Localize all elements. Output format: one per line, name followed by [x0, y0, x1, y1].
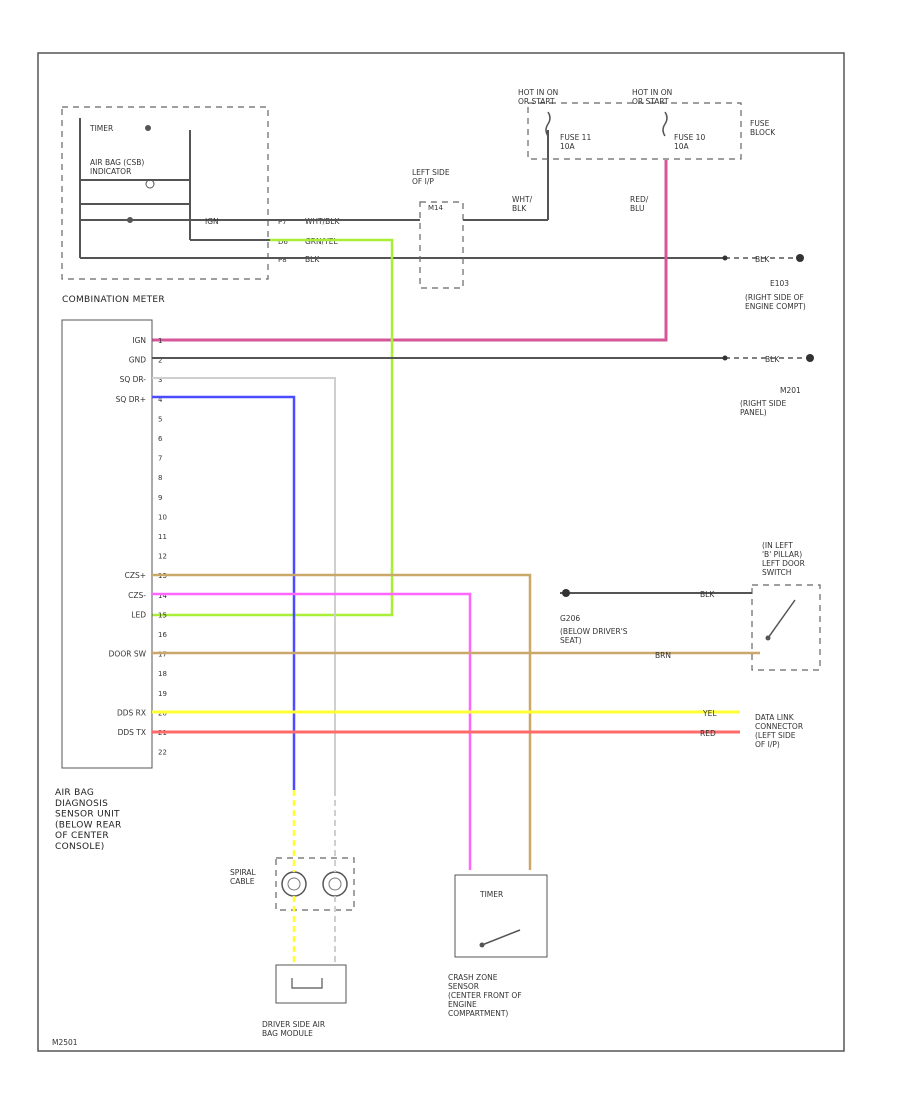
crash-sensor-timer-label: TIMER [479, 890, 503, 899]
wire-label-wht-blk: WHT/BLK [305, 217, 340, 226]
fuse-a-icon [545, 111, 551, 137]
sensor-pin-number: 14 [158, 592, 167, 600]
crash-zone-sensor [454, 874, 548, 958]
sensor-pin-number: 5 [158, 415, 162, 423]
diagram-frame [37, 52, 845, 1052]
sensor-pin-label: DDS TX [118, 728, 146, 737]
sensor-pin-label: DDS RX [117, 708, 146, 717]
svg-text:BLK: BLK [755, 255, 770, 264]
svg-text:YEL: YEL [702, 709, 717, 718]
sensor-pin-number: 8 [158, 474, 162, 482]
diagram-code: M2501 [52, 1038, 78, 1047]
sensor-pin-number: 1 [158, 337, 162, 345]
ground-icon-e103 [796, 254, 804, 262]
sensor-pin-number: 9 [158, 494, 162, 502]
sensor-pin-number: 19 [158, 690, 167, 698]
svg-text:BRN: BRN [655, 651, 671, 660]
sensor-pin-number: 15 [158, 611, 167, 619]
svg-text:P8: P8 [278, 256, 287, 264]
ground-icon-m201 [806, 354, 814, 362]
svg-text:RED: RED [700, 729, 716, 738]
squib-icon [291, 978, 323, 989]
svg-text:BLK: BLK [700, 590, 715, 599]
spiral-coil-icon [281, 871, 307, 897]
sensor-pin-number: 12 [158, 553, 167, 561]
spiral-coil-icon [322, 871, 348, 897]
sensor-pin-label: SQ DR- [120, 375, 147, 384]
airbag-indicator-label: AIR BAG (CSB)INDICATOR [90, 158, 144, 176]
wire-red-blu-ign [152, 160, 668, 342]
fuse-b-icon [662, 111, 668, 137]
svg-text:P7: P7 [278, 218, 287, 226]
crash-switch-contact-icon [481, 929, 521, 946]
sensor-pin-label: SQ DR+ [116, 395, 146, 404]
sensor-pin-label: IGN [132, 336, 146, 345]
ground-m201-id: M201 [780, 386, 801, 395]
indicator-lamp-icon [145, 179, 155, 189]
sensor-pin-number: 4 [158, 396, 163, 404]
wire-blu-sqdr-plus [152, 395, 296, 790]
wire-wht-blk-label: WHT/BLK [512, 195, 533, 213]
combination-meter-box [61, 106, 269, 280]
wire-label-blk: BLK [305, 255, 320, 264]
sensor-pin-label: CZS+ [125, 571, 146, 580]
warning-lamp-icon [145, 125, 151, 131]
airbag-sensor-unit [61, 319, 153, 769]
meter-ign-label: IGN [205, 217, 219, 226]
meter-timer-label: TIMER [89, 124, 113, 133]
wire-wht-sqdr-minus [152, 377, 336, 790]
sensor-pin-number: 18 [158, 670, 167, 678]
svg-text:D6: D6 [278, 238, 288, 246]
sensor-pin-number: 3 [158, 376, 162, 384]
sensor-pin-number: 22 [158, 749, 167, 757]
wire-label-grn-yel: GRN/YEL [305, 237, 338, 246]
wire-ppl-czs-minus [152, 592, 472, 870]
sensor-pin-label: DOOR SW [109, 650, 147, 659]
sensor-pin-number: 10 [158, 513, 167, 521]
left-side-ip-connector [419, 201, 464, 289]
ground-e103-id: E103 [770, 279, 789, 288]
wire-red-blu-label: RED/BLU [630, 195, 649, 213]
driver-airbag-module [275, 964, 347, 1004]
svg-text:BLK: BLK [765, 355, 780, 364]
sensor-pin-number: 11 [158, 533, 167, 541]
fuse-block-box [527, 102, 742, 160]
sensor-pin-label: GND [129, 356, 146, 365]
door-switch-contact-icon [767, 599, 796, 639]
sensor-pin-number: 6 [158, 435, 163, 443]
left-door-switch [751, 584, 821, 671]
wire-brn-czs-plus [152, 573, 532, 870]
sensor-pin-number: 7 [158, 455, 162, 463]
sensor-pin-number: 16 [158, 631, 167, 639]
wire-grn-yel-led [152, 238, 394, 617]
spiral-cable-box [275, 857, 355, 911]
svg-text:M14: M14 [428, 204, 443, 212]
sensor-pin-label: LED [131, 610, 146, 619]
combination-meter-label: COMBINATION METER [62, 295, 165, 305]
ground-g206-id: G206 [560, 614, 580, 623]
sensor-pin-label: CZS- [128, 591, 146, 600]
ground-icon-g206 [562, 589, 570, 597]
sensor-pin-number: 2 [158, 357, 162, 365]
sensor-pin-number: 17 [158, 651, 167, 659]
